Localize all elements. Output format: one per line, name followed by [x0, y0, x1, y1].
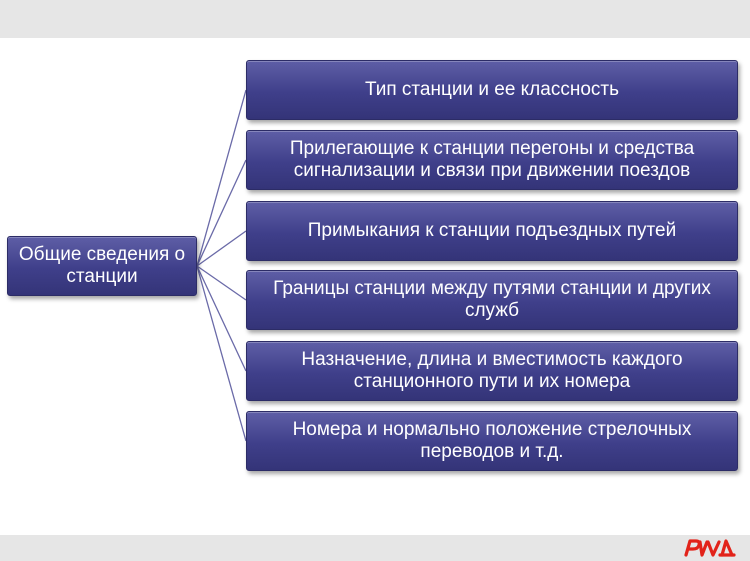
connector-line: [196, 89, 247, 267]
root-node: Общие сведения о станции: [7, 236, 197, 296]
child-node-label: Номера и нормально положение стрелочных …: [292, 419, 692, 462]
bottom-band: [0, 535, 750, 561]
connector-line: [196, 265, 247, 442]
rzd-logo-icon: [684, 539, 736, 557]
child-node-label: Прилегающие к станции перегоны и средств…: [289, 138, 695, 181]
top-band: [0, 0, 750, 38]
child-node-track-purpose: Назначение, длина и вместимость каждого …: [246, 341, 738, 401]
connector-line: [196, 265, 247, 372]
child-node-label: Границы станции между путями станции и д…: [273, 278, 711, 321]
child-node-label: Примыкания к станции подъездных путей: [307, 220, 677, 241]
child-node-adjacent-hauls: Прилегающие к станции перегоны и средств…: [246, 130, 738, 190]
child-node-station-borders: Границы станции между путями станции и д…: [246, 270, 738, 330]
connector-line: [196, 159, 247, 267]
child-node-station-type: Тип станции и ее классность: [246, 60, 738, 120]
child-node-access-tracks: Примыкания к станции подъездных путей: [246, 201, 738, 261]
child-node-label: Тип станции и ее классность: [364, 79, 620, 100]
connector-line: [196, 265, 247, 301]
connector-line: [196, 230, 247, 267]
child-node-switch-numbers: Номера и нормально положение стрелочных …: [246, 411, 738, 471]
child-node-label: Назначение, длина и вместимость каждого …: [301, 349, 683, 392]
root-node-label: Общие сведения о станции: [18, 244, 186, 287]
